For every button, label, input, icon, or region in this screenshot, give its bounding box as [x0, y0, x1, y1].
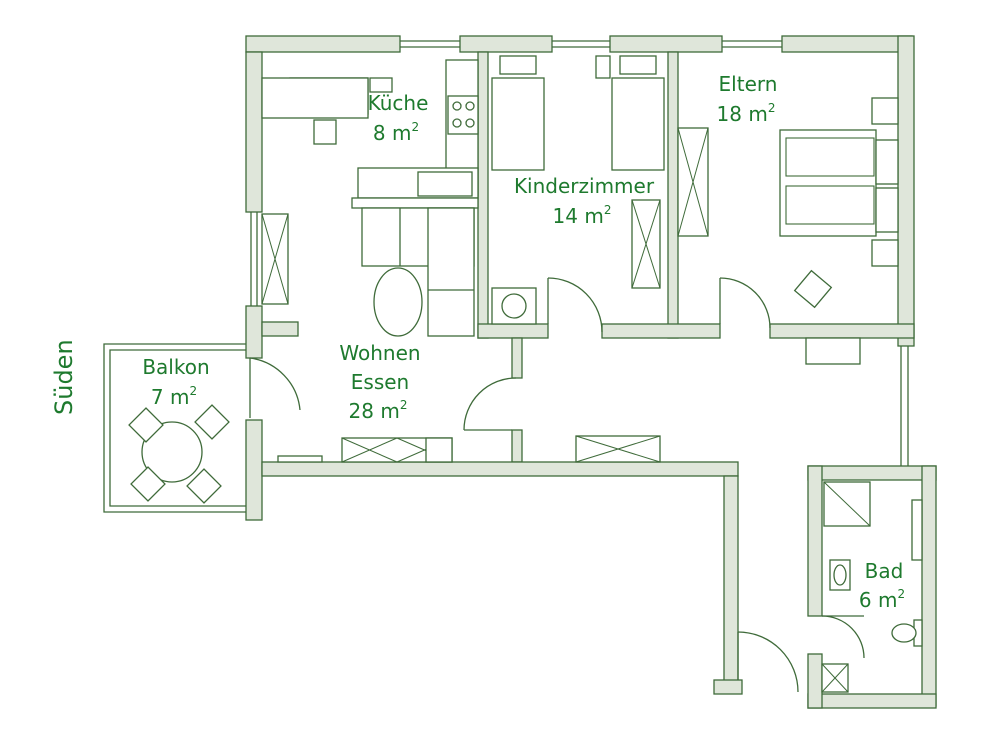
- wall-corridor-1: [477, 323, 549, 339]
- wall-bad-left: [807, 465, 823, 617]
- dining-table: [373, 267, 423, 337]
- stove: [447, 95, 479, 135]
- eltern-furniture: [779, 97, 899, 365]
- label-eltern: Eltern: [719, 72, 778, 96]
- wall-bad-bottom: [807, 693, 937, 709]
- bath-furniture: [823, 481, 923, 647]
- wall-left-mid: [245, 305, 263, 359]
- balcony-table: [141, 421, 203, 483]
- wall-corridor-3: [769, 323, 915, 339]
- wall-front-right: [723, 475, 739, 687]
- wall-left-upper: [245, 51, 263, 213]
- area-balkon: 7 m2: [151, 384, 197, 409]
- wall-bad-top: [807, 465, 937, 481]
- area-eltern: 18 m2: [717, 101, 776, 126]
- wall-kueche-kinder: [477, 51, 489, 339]
- label-kueche: Küche: [368, 91, 429, 115]
- wall-bad-right: [921, 465, 937, 707]
- sink: [417, 171, 473, 197]
- walls: [245, 35, 937, 709]
- label-wohnen: Wohnen: [339, 341, 420, 365]
- doors: [249, 277, 865, 693]
- wall-right: [897, 35, 915, 347]
- label-balkon: Balkon: [142, 355, 209, 379]
- label-essen: Essen: [351, 370, 409, 394]
- wall-top-left: [245, 35, 401, 53]
- label-bad: Bad: [865, 559, 904, 583]
- toilet: [891, 623, 917, 643]
- wall-top-mid1: [459, 35, 553, 53]
- wall-front: [261, 461, 739, 477]
- area-kueche: 8 m2: [373, 120, 419, 145]
- wall-left-lower: [245, 419, 263, 521]
- balcony: [103, 343, 246, 513]
- kitchen-furniture: [261, 59, 479, 337]
- compass-label: Süden: [50, 339, 78, 415]
- area-kinderzimmer: 14 m2: [553, 203, 612, 228]
- wall-kinder-eltern: [667, 51, 679, 339]
- windows: [277, 127, 709, 463]
- wall-corridor-2: [601, 323, 721, 339]
- area-bad: 6 m2: [859, 587, 905, 612]
- kinder-furniture: [491, 55, 665, 325]
- wall-top-mid2: [609, 35, 723, 53]
- area-wohnen: 28 m2: [349, 398, 408, 423]
- room-labels: Küche 8 m2 Kinderzimmer 14 m2 Eltern 18 …: [50, 72, 905, 612]
- wall-top-right: [781, 35, 913, 53]
- label-kinderzimmer: Kinderzimmer: [514, 174, 655, 198]
